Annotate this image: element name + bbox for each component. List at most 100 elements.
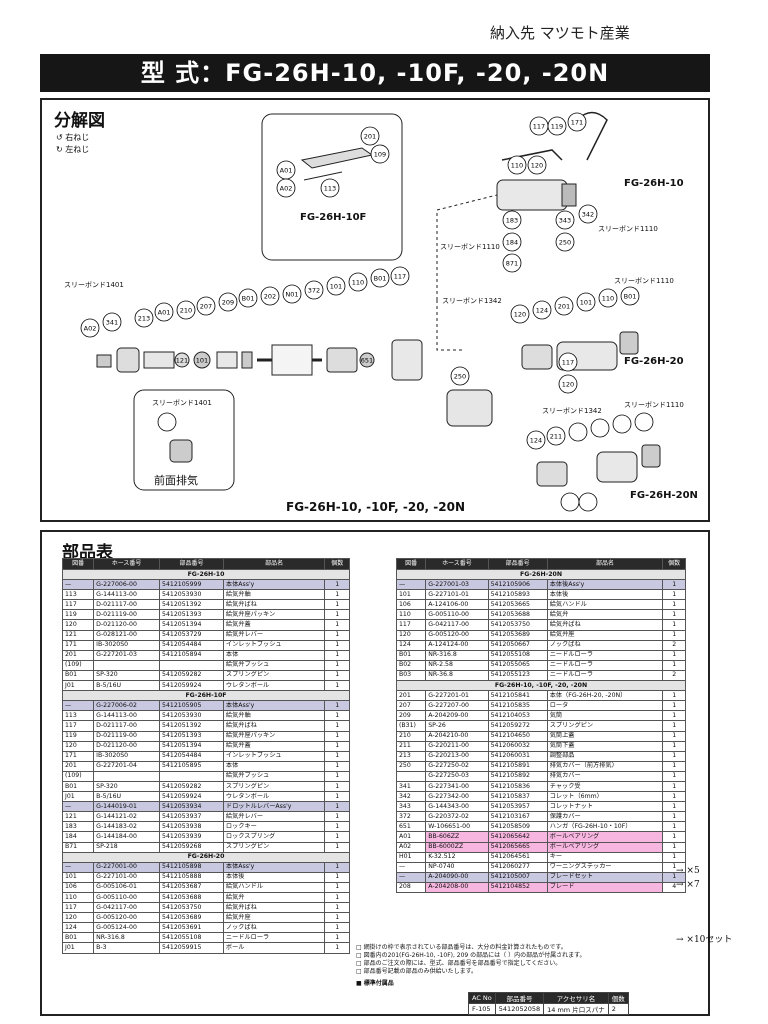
cell-part — [159, 659, 224, 671]
part-balloon: 119 — [551, 123, 563, 131]
cell-part: 5412053688 — [159, 891, 224, 904]
cell-no: 208 — [395, 881, 427, 894]
cell-no: 207 — [395, 700, 427, 712]
cell-q: 1 — [662, 770, 686, 782]
cell-name: 給気弁軸 — [222, 589, 326, 601]
cell-q: 4 — [662, 881, 686, 894]
cell-q: 1 — [324, 791, 350, 803]
cell-name: ハンガ（FG-26H-10・10F） — [546, 821, 664, 833]
cell-no: B01 — [61, 932, 95, 944]
cell-code: G-227101-01 — [425, 589, 489, 601]
part-balloon: B01 — [624, 293, 637, 301]
cell-code — [93, 770, 161, 782]
cell-part: 5412053930 — [159, 710, 224, 722]
cell-no: — — [61, 861, 95, 873]
cell-name: 給気弁蓋 — [222, 740, 326, 752]
table-header: 図番 — [61, 558, 95, 570]
cell-no: J01 — [61, 680, 95, 692]
cell-name: 給気弁座 — [222, 912, 326, 924]
cell-part: 5412105888 — [159, 871, 224, 883]
cell-code: G-005124-00 — [93, 922, 161, 934]
cell-no: 250 — [395, 760, 427, 772]
cell-q: 1 — [662, 801, 686, 813]
cell-q: 1 — [662, 609, 686, 621]
cell-code: G-227001-00 — [93, 861, 161, 873]
cell-no: B03 — [395, 669, 427, 682]
part-balloon: 121 — [176, 357, 188, 365]
cell-code: A-124124-00 — [425, 639, 489, 651]
cell-code: G-005106-01 — [93, 881, 161, 894]
cell-no: 120 — [395, 629, 427, 641]
cell-name: ノックばね — [222, 922, 326, 934]
cell-no: 120 — [61, 619, 95, 631]
cell-part: 5412059924 — [159, 680, 224, 692]
cell-no: 101 — [61, 871, 95, 883]
note-line: □ 網掛けの枠で表示されている部品番号は、大分の料金計算されたものです。 — [356, 944, 567, 951]
cell-name: ボールベアリング — [546, 841, 664, 853]
cell-q: 1 — [324, 639, 350, 651]
cell-part: 5412059915 — [159, 942, 224, 954]
cell-name: ロックキー — [222, 821, 326, 833]
cell-code: G-005110-00 — [425, 609, 489, 621]
table-header: 個数 — [324, 558, 350, 570]
cell-code: G-227101-00 — [93, 871, 161, 883]
cell-code: SP-320 — [93, 669, 161, 682]
cell-name: ブレード — [546, 881, 664, 894]
cell-q: 2 — [662, 669, 686, 682]
cell-q: 1 — [324, 871, 350, 883]
cell-q: 1 — [324, 589, 350, 601]
cell-q: 1 — [324, 861, 350, 873]
cell-name: 本体Ass'y — [222, 861, 326, 873]
cell-q: 1 — [324, 881, 350, 894]
part-balloon: 171 — [571, 119, 583, 127]
cell-q: 1 — [324, 902, 350, 914]
cell-q: 1 — [662, 851, 686, 863]
cell-code — [93, 659, 161, 671]
cell-part: 5412105898 — [159, 861, 224, 873]
std-cell: 5412052058 — [494, 1003, 545, 1015]
table-header: ホース番号 — [425, 558, 489, 570]
cell-code: A-204210-00 — [425, 730, 489, 742]
cell-part: 5412055123 — [487, 669, 548, 682]
part-balloon: 117 — [533, 123, 545, 131]
cell-name: 給気弁 — [546, 609, 664, 621]
cell-part: 5412051394 — [159, 740, 224, 752]
cell-q: 1 — [324, 579, 350, 591]
cell-no: 171 — [61, 639, 95, 651]
label-fg-26h-10: FG-26H-10 — [624, 178, 684, 189]
cell-q: 1 — [324, 821, 350, 833]
cell-q: 1 — [662, 730, 686, 742]
label-fg-26h-20n: FG-26H-20N — [630, 490, 698, 501]
cell-no: 342 — [395, 791, 427, 803]
cell-name: スプリングピン — [222, 841, 326, 853]
label-front-exhaust: 前面排気 — [154, 474, 198, 487]
cell-code: B-5/16U — [93, 791, 161, 803]
part-balloon: 101 — [580, 299, 592, 307]
cell-code: NP-0740 — [425, 861, 489, 873]
cell-name: ニードルローラ — [546, 669, 664, 682]
cell-q: 1 — [324, 730, 350, 742]
cell-name: スプリングピン — [546, 720, 664, 732]
cell-no: 171 — [61, 750, 95, 762]
part-balloon: 109 — [374, 151, 386, 159]
group-row: FG-26H-10F — [62, 690, 350, 702]
table-header: 部品番号 — [487, 558, 548, 570]
threebond-label: スリーボンド1110 — [440, 243, 500, 251]
cell-part: 5412051393 — [159, 730, 224, 742]
cell-code: G-144183-02 — [93, 821, 161, 833]
